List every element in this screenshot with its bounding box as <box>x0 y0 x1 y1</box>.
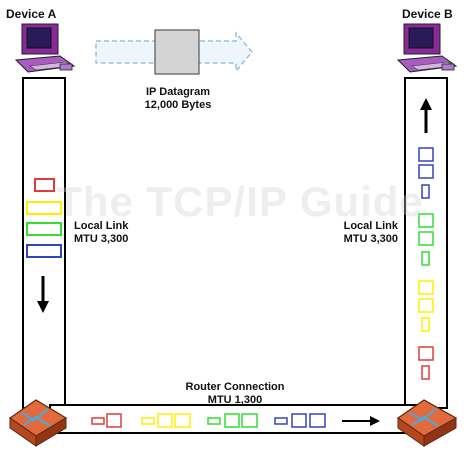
fragment-b-blue-1 <box>418 147 434 162</box>
fragment-a-red <box>34 178 55 192</box>
local-link-a-label-line2: MTU 3,300 <box>74 233 129 245</box>
fragment-r-green-1 <box>207 417 221 425</box>
fragment-r-yellow-1 <box>141 417 155 425</box>
local-link-a-channel <box>22 77 66 409</box>
fragment-b-green-1 <box>418 213 434 228</box>
router-a-icon <box>8 399 68 447</box>
ip-datagram-block <box>154 29 200 75</box>
fragment-b-yellow-2 <box>418 298 434 313</box>
datagram-label-line2: 12,000 Bytes <box>144 99 212 111</box>
local-link-a-label: Local Link MTU 3,300 <box>74 220 128 246</box>
local-link-b-label-line1: Local Link <box>343 220 398 232</box>
local-link-b-label-line2: MTU 3,300 <box>343 233 398 245</box>
router-connection-label: Router Connection MTU 1,300 <box>165 381 305 407</box>
fragment-a-green <box>26 222 62 236</box>
up-arrow-icon <box>420 98 432 133</box>
datagram-label-line1: IP Datagram <box>146 86 210 98</box>
fragment-r-green-2 <box>224 413 240 428</box>
watermark-text: The TCP/IP Guide <box>56 178 424 225</box>
fragment-b-blue-2 <box>418 164 434 179</box>
local-link-b-label: Local Link MTU 3,300 <box>338 220 398 246</box>
device-a-computer-icon <box>14 23 76 73</box>
fragment-b-red-2 <box>421 365 430 380</box>
fragment-r-blue-2 <box>291 413 307 428</box>
fragment-b-green-3 <box>421 251 430 266</box>
router-connection-label-line2: MTU 1,300 <box>207 394 263 406</box>
fragment-b-yellow-3 <box>421 317 430 332</box>
fragment-b-green-2 <box>418 231 434 246</box>
fragment-b-red-1 <box>418 346 434 361</box>
right-arrow-icon <box>342 416 380 426</box>
fragment-b-yellow-1 <box>418 280 434 295</box>
fragment-r-red-1 <box>91 417 105 425</box>
datagram-label: IP Datagram 12,000 Bytes <box>118 86 238 112</box>
fragment-r-blue-1 <box>274 417 288 425</box>
device-a-title: Device A <box>6 7 57 21</box>
device-b-title: Device B <box>402 7 453 21</box>
device-b-computer-icon <box>396 23 458 73</box>
fragment-a-yellow <box>26 201 62 215</box>
down-arrow-icon <box>37 276 49 313</box>
fragment-r-blue-3 <box>309 413 326 428</box>
local-link-a-label-line1: Local Link <box>74 220 129 232</box>
router-connection-label-line1: Router Connection <box>185 381 285 393</box>
fragment-r-red-2 <box>106 413 122 428</box>
fragment-r-yellow-3 <box>174 413 191 428</box>
router-b-icon <box>396 399 458 447</box>
fragment-a-blue <box>26 244 62 258</box>
fragment-b-blue-3 <box>421 184 430 199</box>
fragment-r-yellow-2 <box>157 413 173 428</box>
fragment-r-green-3 <box>241 413 258 428</box>
